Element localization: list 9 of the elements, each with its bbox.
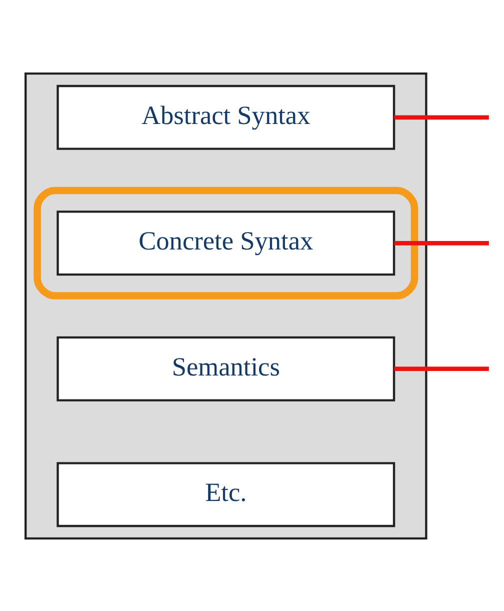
connector — [394, 240, 489, 245]
connector — [394, 114, 489, 120]
cluster — [24, 72, 428, 540]
node-box: Concrete Syntax — [56, 210, 396, 276]
connector — [394, 366, 489, 371]
cluster — [34, 186, 418, 299]
node-box: Etc. — [56, 462, 396, 527]
node-box: Semantics — [56, 336, 396, 401]
node-box: Abstract Syntax — [56, 84, 396, 150]
